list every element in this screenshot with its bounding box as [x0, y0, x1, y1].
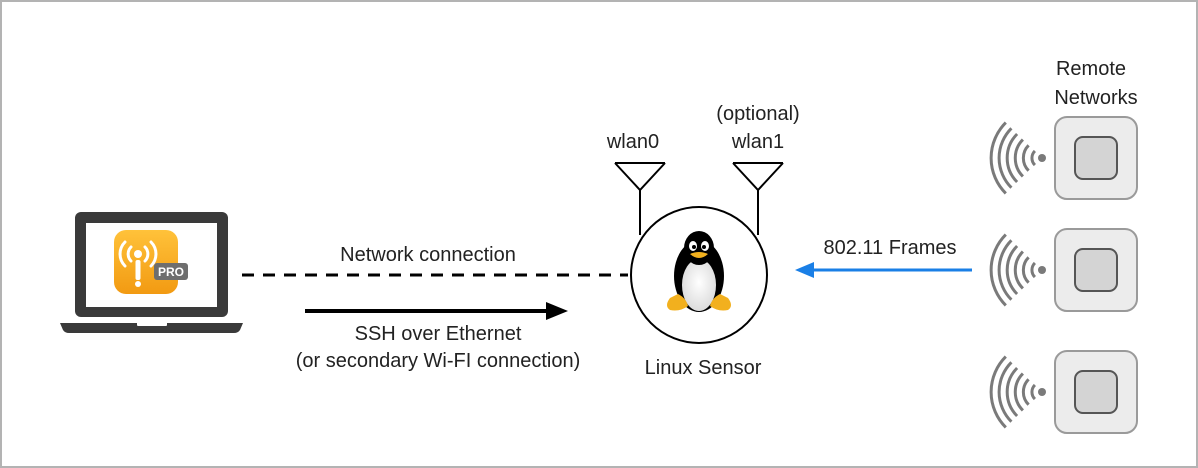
wlan1-label: wlan1	[731, 131, 784, 153]
wifi-signal-icon	[989, 355, 1046, 429]
linux-sensor-label: Linux Sensor	[645, 357, 762, 379]
pro-badge-text: PRO	[158, 265, 184, 279]
frames-label: 802.11 Frames	[823, 237, 956, 259]
network-connection-label: Network connection	[340, 244, 516, 266]
tux-penguin-icon	[667, 231, 731, 312]
optional-label: (optional)	[716, 103, 799, 125]
ssh-label-line1: SSH over Ethernet	[355, 323, 522, 345]
access-point-icon	[1054, 350, 1138, 434]
remote-networks-label-line1: Remote	[1056, 58, 1126, 80]
remote-network	[989, 350, 1138, 434]
pro-badge: PRO	[154, 263, 188, 280]
remote-network	[989, 116, 1138, 200]
remote-network	[989, 228, 1138, 312]
access-point-icon	[1054, 228, 1138, 312]
access-point-icon	[1054, 116, 1138, 200]
wifi-signal-icon	[989, 233, 1046, 307]
frames-arrow	[795, 262, 972, 278]
ssh-arrow	[305, 302, 568, 320]
ssh-label-line2: (or secondary Wi-FI connection)	[296, 350, 581, 372]
wifi-explorer-app-icon	[114, 230, 178, 294]
wlan0-label: wlan0	[606, 131, 659, 153]
antenna-icon	[614, 162, 666, 235]
wifi-signal-icon	[989, 121, 1046, 195]
remote-networks-label-line2: Networks	[1054, 87, 1137, 109]
antenna-icon	[732, 162, 784, 235]
